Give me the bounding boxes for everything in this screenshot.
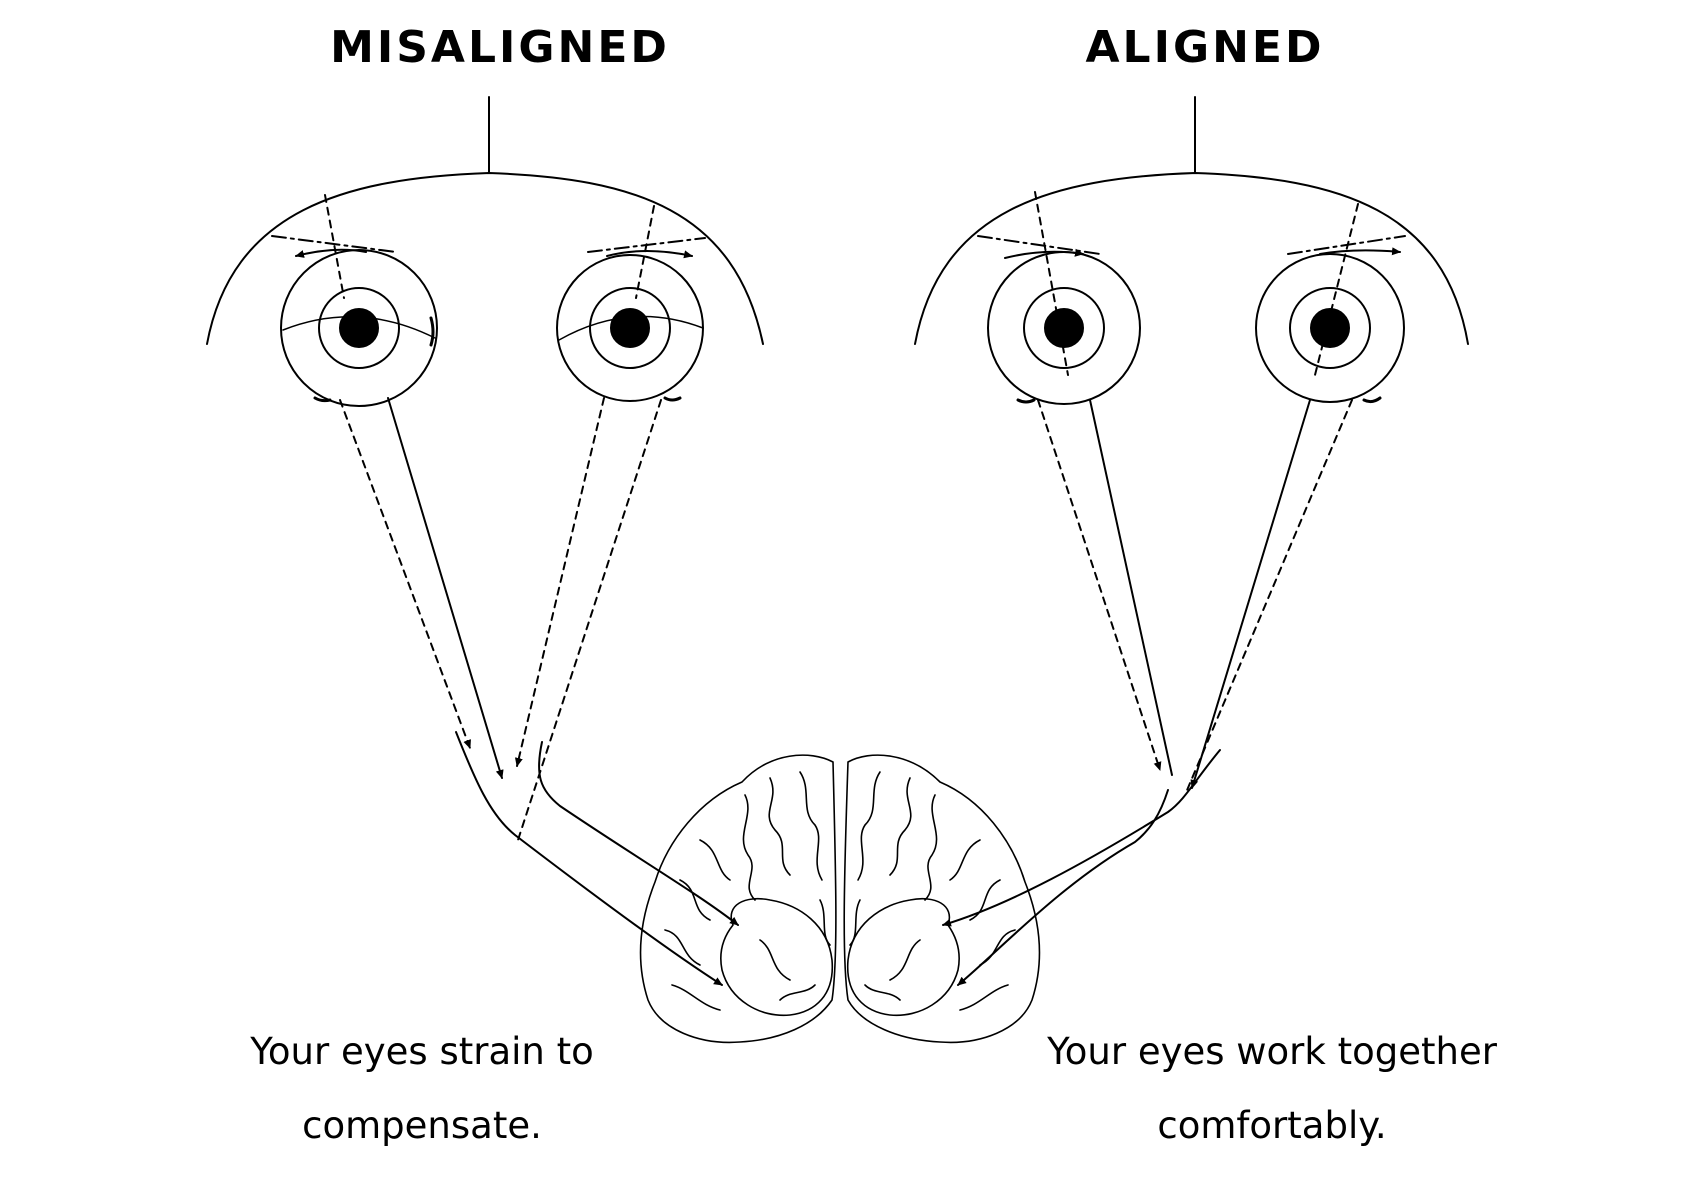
aligned-right-eye-rotation-arrow: [1319, 247, 1401, 256]
brain-right-occipital-lobe: [846, 898, 960, 1017]
misaligned-heading: MISALIGNED: [330, 22, 670, 73]
brain-left-occipital-lobe: [720, 898, 834, 1017]
aligned-left-eye: [987, 251, 1141, 405]
right-brow-dashdot-line: [587, 237, 706, 253]
left-brow-dashdot-line: [271, 235, 397, 253]
brain-left-hemisphere: [639, 754, 837, 1044]
misaligned-head-outline: [206, 172, 764, 345]
misaligned-caption: Your eyes strain to compensate.: [142, 1015, 702, 1163]
aligned-left-eye-dashed-axis: [1034, 191, 1069, 376]
misaligned-left-eye: [280, 249, 438, 407]
aligned-right-eye: [1255, 253, 1405, 404]
aligned-right-brow-dashdot-line: [1287, 235, 1406, 255]
aligned-right-eye-dashed-optic-line: [1184, 399, 1353, 796]
left-optic-tract-outer: [455, 731, 723, 986]
aligned-right-eye-dashed-axis: [1314, 203, 1359, 376]
aligned-left-eye-optic-line: [1089, 399, 1173, 776]
right-eye-dashed-optic-line-a: [514, 397, 605, 767]
aligned-right-eye-optic-line: [1190, 399, 1311, 789]
right-eye-dashed-optic-line-b: [517, 399, 662, 841]
left-optic-tract-inner: [538, 741, 739, 926]
left-eye-dashed-optic-line: [339, 399, 471, 749]
aligned-caption-line-2: comfortably.: [1157, 1104, 1387, 1147]
aligned-caption-line-1: Your eyes work together: [1047, 1030, 1497, 1073]
aligned-caption: Your eyes work together comfortably.: [992, 1015, 1552, 1163]
misaligned-caption-line-2: compensate.: [302, 1104, 542, 1147]
misaligned-panel: [206, 96, 764, 986]
aligned-left-eye-dashed-optic-line: [1037, 399, 1162, 771]
left-eye-rotation-arrow: [295, 248, 367, 258]
aligned-head-outline: [914, 172, 1469, 345]
aligned-panel: [914, 96, 1469, 986]
brain-right-hemisphere: [843, 754, 1041, 1044]
aligned-left-brow-dashdot-line: [977, 235, 1101, 255]
left-eye-dashed-axis: [324, 194, 345, 299]
misaligned-right-eye: [556, 254, 704, 402]
aligned-heading: ALIGNED: [1085, 22, 1325, 73]
aligned-optic-tract-outer: [942, 749, 1221, 927]
brain-illustration: [639, 754, 1041, 1044]
left-eye-optic-line: [387, 397, 504, 779]
misaligned-caption-line-1: Your eyes strain to: [250, 1030, 594, 1073]
right-eye-rotation-arrow: [606, 250, 693, 259]
